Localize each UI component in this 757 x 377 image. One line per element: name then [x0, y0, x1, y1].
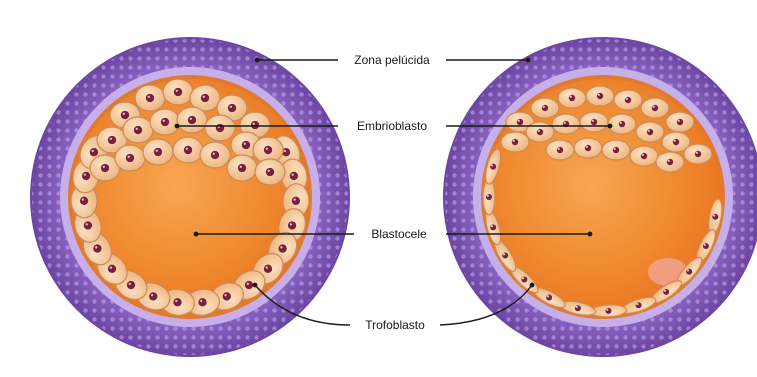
embryoblast-cell — [602, 140, 630, 160]
embryoblast-cell — [546, 140, 574, 160]
embryoblast-cell — [501, 132, 529, 152]
embryoblast-cell — [531, 98, 559, 118]
embryoblast-cell — [227, 155, 257, 181]
embryoblast-cell — [177, 107, 207, 133]
embryoblast-cell — [614, 90, 642, 110]
dot-trofo-left — [253, 283, 258, 288]
dot-embrio-right — [608, 124, 613, 129]
embryoblast-cell — [173, 137, 203, 163]
embryoblast-cell — [150, 109, 180, 135]
embryoblast-cell — [115, 145, 145, 171]
dot-trofo-right — [530, 283, 535, 288]
label-embrioblasto: Embrioblasto — [357, 119, 427, 133]
embryoblast-cell — [574, 138, 602, 158]
embryoblast-cell — [641, 98, 669, 118]
embryoblast-cell — [656, 152, 684, 172]
embryoblast-cell — [143, 139, 173, 165]
label-zona-pelucida: Zona pelúcida — [354, 53, 430, 67]
embryoblast-cell — [630, 146, 658, 166]
label-trofoblasto: Trofoblasto — [365, 318, 425, 332]
embryoblast-cell — [586, 86, 614, 106]
embryoblast-cell — [666, 112, 694, 132]
embryoblast-cell — [163, 79, 193, 105]
embryoblast-cell — [255, 159, 285, 185]
embryoblast-cell — [580, 112, 608, 132]
embryoblast-cell — [552, 114, 580, 134]
embryoblast-cell — [135, 85, 165, 111]
dot-blasto-left — [194, 232, 199, 237]
embryoblast-cell — [684, 144, 712, 164]
embryoblast-cell — [123, 117, 153, 143]
left-blastocyst — [30, 37, 350, 357]
dot-zona-right — [526, 58, 531, 63]
label-blastocele: Blastocele — [371, 227, 427, 241]
embryoblast-cell — [636, 122, 664, 142]
embryoblast-cell — [558, 88, 586, 108]
dot-blasto-right — [588, 232, 593, 237]
right-blastocyst — [443, 37, 757, 357]
dot-embrio-left — [175, 124, 180, 129]
embryoblast-cell — [608, 114, 636, 134]
dot-zona-left — [255, 58, 260, 63]
embryoblast-cell — [526, 122, 554, 142]
embryoblast-cell — [200, 142, 230, 168]
embryoblast-cell — [205, 115, 235, 141]
